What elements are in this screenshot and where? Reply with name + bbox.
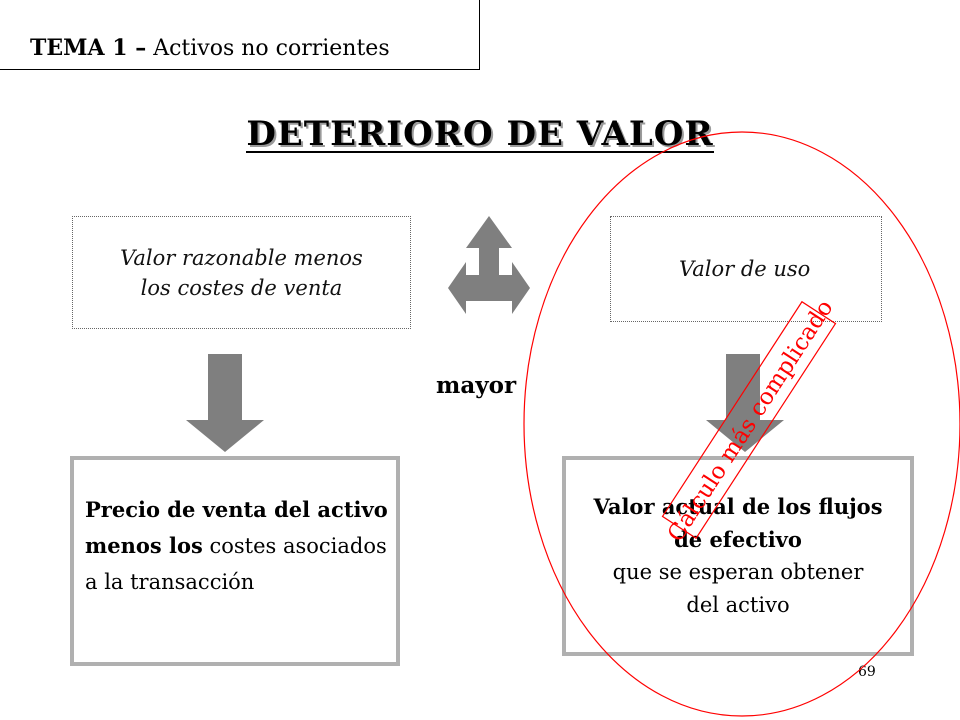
header-rule-horizontal (0, 69, 480, 70)
present-value-box: Valor actual de los flujos de efectivo q… (562, 456, 914, 656)
annotation-label-group: Cálculo más complicado (661, 295, 839, 547)
header-rule-vertical (479, 0, 480, 70)
comparison-label: mayor (436, 372, 517, 399)
fair-value-box: Valor razonable menos los costes de vent… (72, 216, 411, 329)
sale-price-box: Precio de venta del activo menos los cos… (70, 456, 400, 666)
page-title-text: DETERIORO DE VALOR (246, 114, 714, 154)
present-value-text: Valor actual de los flujos de efectivo q… (566, 490, 910, 622)
fair-value-line2: los costes de venta (140, 275, 343, 300)
present-value-line3: que se esperan obtener (612, 560, 864, 584)
value-in-use-label: Valor de uso (679, 257, 811, 281)
annotation-ellipse (523, 131, 960, 717)
page-title-shadow: DETERIORO DE VALOR (248, 116, 716, 156)
fair-value-line1: Valor razonable menos (120, 245, 363, 270)
present-value-line4: del activo (686, 593, 790, 617)
three-way-arrow-icon (448, 216, 530, 314)
present-value-line1: Valor actual de los flujos (593, 494, 883, 519)
header-title: TEMA 1 – Activos no corrientes (30, 34, 390, 63)
annotation-box (661, 300, 837, 540)
value-in-use-box: Valor de uso (610, 216, 882, 322)
present-value-line2: de efectivo (674, 527, 802, 552)
sale-price-bold: Precio de venta del activo menos los (85, 497, 388, 558)
annotation-text: Cálculo más complicado (663, 295, 839, 546)
right-down-arrow-icon (706, 354, 784, 452)
sale-price-text: Precio de venta del activo menos los cos… (85, 492, 401, 600)
sale-price-rest: costes asociados a la transacción (85, 534, 387, 594)
page-title: DETERIORO DE VALOR DETERIORO DE VALOR (0, 114, 960, 156)
left-down-arrow-icon (186, 354, 264, 452)
header-title-subject: Activos no corrientes (153, 36, 390, 61)
header-title-topic: TEMA 1 – (30, 35, 147, 61)
